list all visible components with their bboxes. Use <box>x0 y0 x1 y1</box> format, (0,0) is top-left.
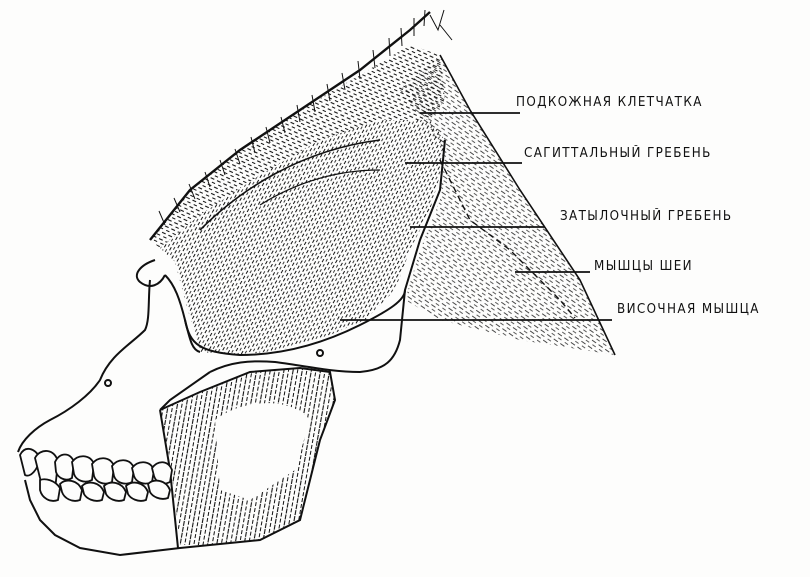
label-temporal-muscle: ВИСОЧНАЯ МЫШЦА <box>617 302 760 317</box>
label-neck-muscles: МЫШЦЫ ШЕИ <box>594 259 693 274</box>
label-subcutaneous-tissue: ПОДКОЖНАЯ КЛЕТЧАТКА <box>516 95 703 110</box>
label-sagittal-crest: САГИТТАЛЬНЫЙ ГРЕБЕНЬ <box>524 146 712 161</box>
label-occipital-crest: ЗАТЫЛОЧНЫЙ ГРЕБЕНЬ <box>560 209 732 224</box>
teeth <box>20 449 172 501</box>
